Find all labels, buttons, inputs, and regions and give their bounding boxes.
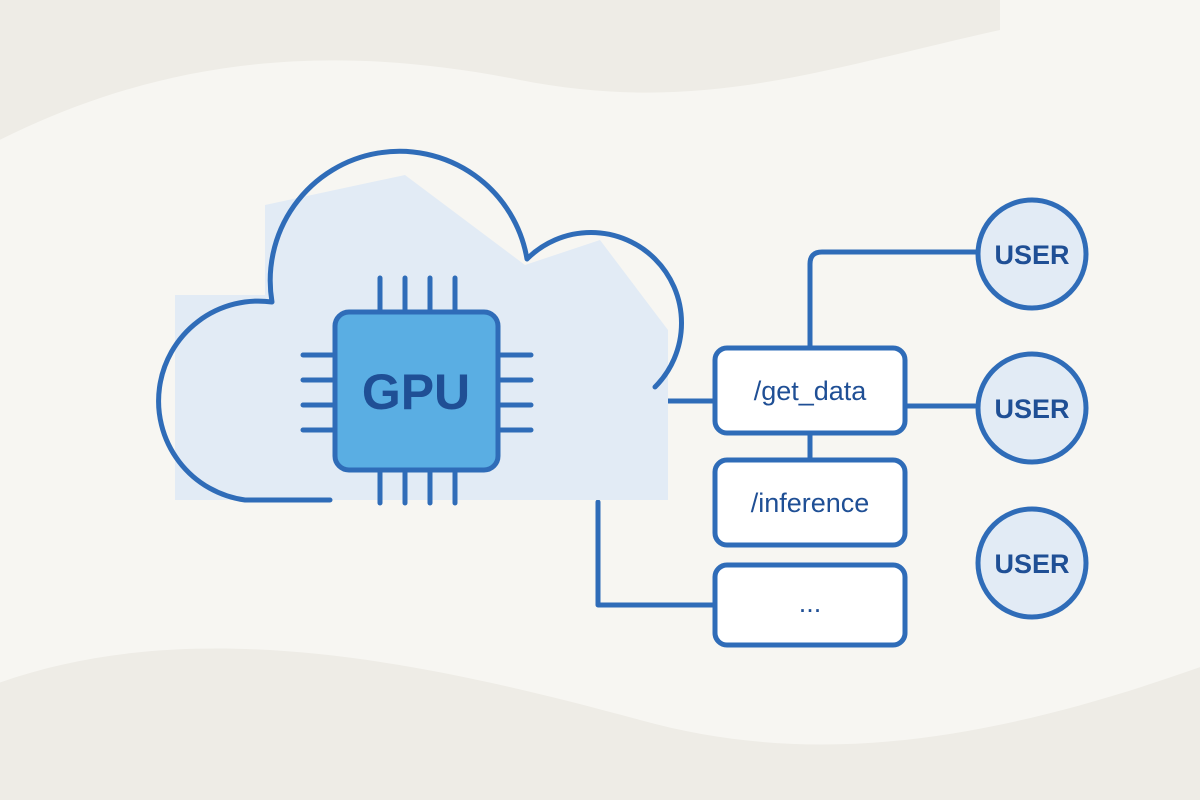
get-data-to-top-user-line (807, 249, 981, 351)
user-label-top: USER (994, 240, 1069, 270)
endpoint-box-get-data[interactable]: /get_data (712, 345, 908, 436)
endpoint-box-inference[interactable]: /inference (712, 457, 908, 548)
endpoint-label-more: ... (799, 588, 822, 618)
user-node-middle[interactable]: USER (975, 351, 1089, 465)
chip-body (332, 309, 501, 473)
gpu-chip-icon: GPU (300, 275, 534, 506)
background-swoosh-top (0, 0, 1000, 140)
chip-label: GPU (362, 364, 470, 420)
endpoint-box-more[interactable]: ... (712, 562, 908, 648)
background-swoosh-bottom (0, 648, 1200, 800)
user-node-bottom[interactable]: USER (975, 506, 1089, 620)
cloud-outline (156, 148, 685, 503)
cloud-to-more-line (595, 499, 718, 608)
user-node-top[interactable]: USER (975, 197, 1089, 311)
user-label-middle: USER (994, 394, 1069, 424)
user-label-bottom: USER (994, 549, 1069, 579)
chip-pins (300, 275, 534, 506)
endpoint-label-get-data: /get_data (754, 376, 868, 406)
endpoint-label-inference: /inference (751, 488, 870, 518)
